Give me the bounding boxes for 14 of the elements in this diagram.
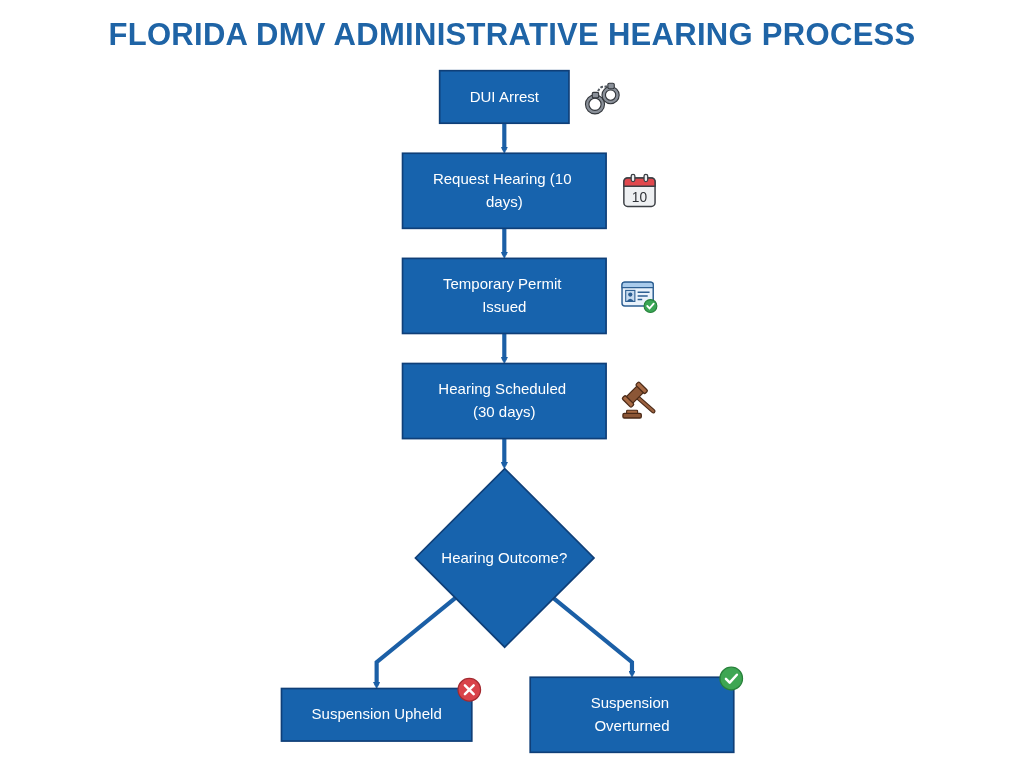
arrow	[372, 596, 457, 689]
node-box: Suspension Upheld	[280, 687, 473, 742]
arrow	[500, 333, 508, 364]
node-box: Temporary Permit Issued	[401, 257, 607, 335]
title: FLORIDA DMV ADMINISTRATIVE HEARING PROCESS	[108, 16, 916, 54]
arrow	[500, 228, 508, 259]
node-box: Hearing Scheduled (30 days)	[401, 362, 607, 440]
node-box: Suspension Overturned	[529, 676, 735, 754]
node-diamond: Hearing Outcome?	[414, 467, 596, 649]
node-box: DUI Arrest	[438, 69, 570, 125]
arrow	[500, 123, 508, 154]
arrow	[552, 596, 636, 678]
arrow	[500, 438, 508, 469]
node-box: Request Hearing (10 days)	[401, 152, 607, 230]
